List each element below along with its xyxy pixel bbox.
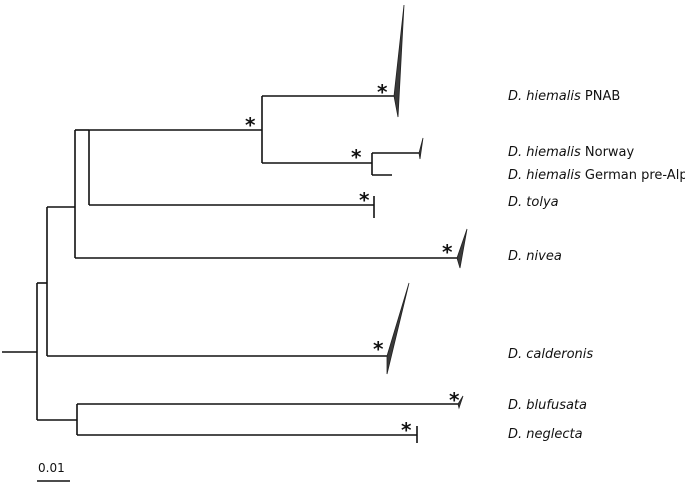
taxon-label-tolya: D. tolya xyxy=(508,195,559,210)
taxon-label-blufusata: D. blufusata xyxy=(508,398,587,413)
collapsed-clade-nivea xyxy=(456,228,468,269)
support-marker: * xyxy=(245,113,256,137)
support-marker: * xyxy=(351,145,362,169)
taxon-label-neglecta: D. neglecta xyxy=(508,427,583,442)
taxon-label-hiemalis-norway: D. hiemalis Norway xyxy=(508,145,635,160)
collapsed-clade-blufusata xyxy=(457,395,464,410)
scale-bar-label: 0.01 xyxy=(38,461,65,475)
support-marker: * xyxy=(359,188,370,212)
support-marker: * xyxy=(377,80,388,104)
support-marker: * xyxy=(401,418,412,442)
support-marker: * xyxy=(449,388,460,412)
taxon-label-hiemalis-pnab: D. hiemalis PNAB xyxy=(508,89,621,104)
collapsed-clade-hiemalis-pnab xyxy=(393,4,405,118)
taxon-label-hiemalis-german: D. hiemalis German pre-Alps xyxy=(508,168,685,183)
taxon-label-calderonis: D. calderonis xyxy=(508,347,594,362)
support-marker: * xyxy=(442,240,453,264)
support-marker: * xyxy=(373,337,384,361)
taxon-label-nivea: D. nivea xyxy=(508,249,562,264)
collapsed-clade-calderonis xyxy=(386,282,410,375)
collapsed-clade-hiemalis-norway xyxy=(418,137,424,160)
